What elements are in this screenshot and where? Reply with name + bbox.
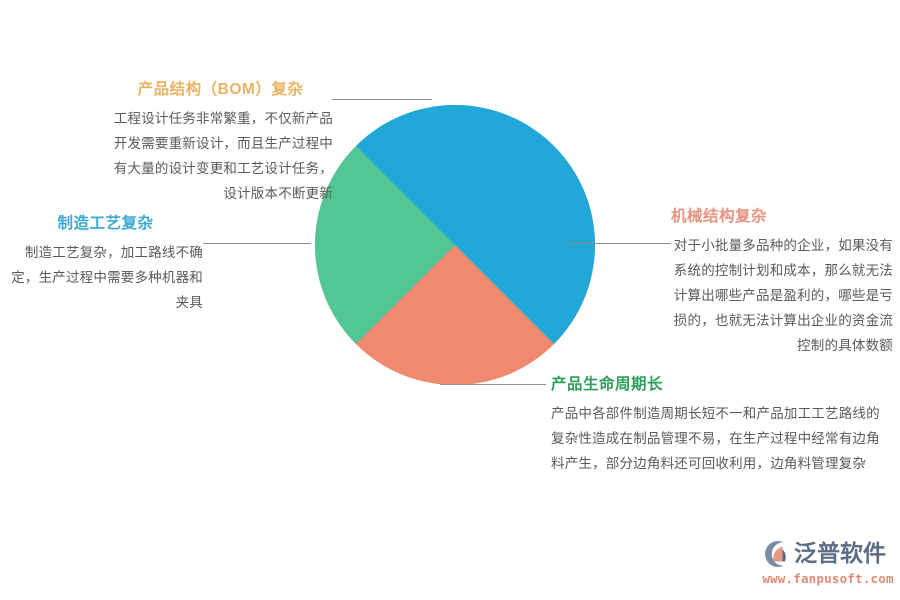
brand-logo: 泛普软件 www.fanpusoft.com [762,538,894,590]
callout-lifecycle-title: 产品生命周期长 [551,376,664,393]
callout-craft-body: 制造工艺复杂，加工路线不确定，生产过程中需要多种机器和夹具 [11,245,203,310]
callout-lifecycle: 产品生命周期长 产品中各部件制造周期长短不一和产品加工工艺路线的复杂性造成在制品… [551,374,887,476]
callout-bom-title: 产品结构（BOM）复杂 [137,81,304,98]
brand-name: 泛普软件 [794,541,886,567]
fanpu-logo-icon [762,539,792,569]
callout-mechanical-title: 机械结构复杂 [671,208,768,225]
pinwheel-diagram [255,45,655,445]
brand-url: www.fanpusoft.com [762,571,894,586]
callout-bom: 产品结构（BOM）复杂 工程设计任务非常繁重，不仅新产品开发需要重新设计，而且生… [108,79,333,206]
callout-lifecycle-body: 产品中各部件制造周期长短不一和产品加工工艺路线的复杂性造成在制品管理不易，在生产… [551,406,880,471]
connector-line-bom [332,99,432,100]
callout-craft: 制造工艺复杂 制造工艺复杂，加工路线不确定，生产过程中需要多种机器和夹具 [8,213,203,315]
callout-bom-body: 工程设计任务非常繁重，不仅新产品开发需要重新设计，而且生产过程中有大量的设计变更… [113,111,333,201]
connector-line-craft [203,243,311,244]
callout-craft-title: 制造工艺复杂 [57,215,154,232]
pinwheel-blade-blue [356,105,595,344]
callout-mechanical-body: 对于小批量多品种的企业，如果没有系统的控制计划和成本，那么就无法计算出哪些产品是… [673,238,893,353]
callout-mechanical: 机械结构复杂 对于小批量多品种的企业，如果没有系统的控制计划和成本，那么就无法计… [671,206,893,358]
connector-line-mech [565,243,671,244]
connector-line-life [440,384,546,385]
